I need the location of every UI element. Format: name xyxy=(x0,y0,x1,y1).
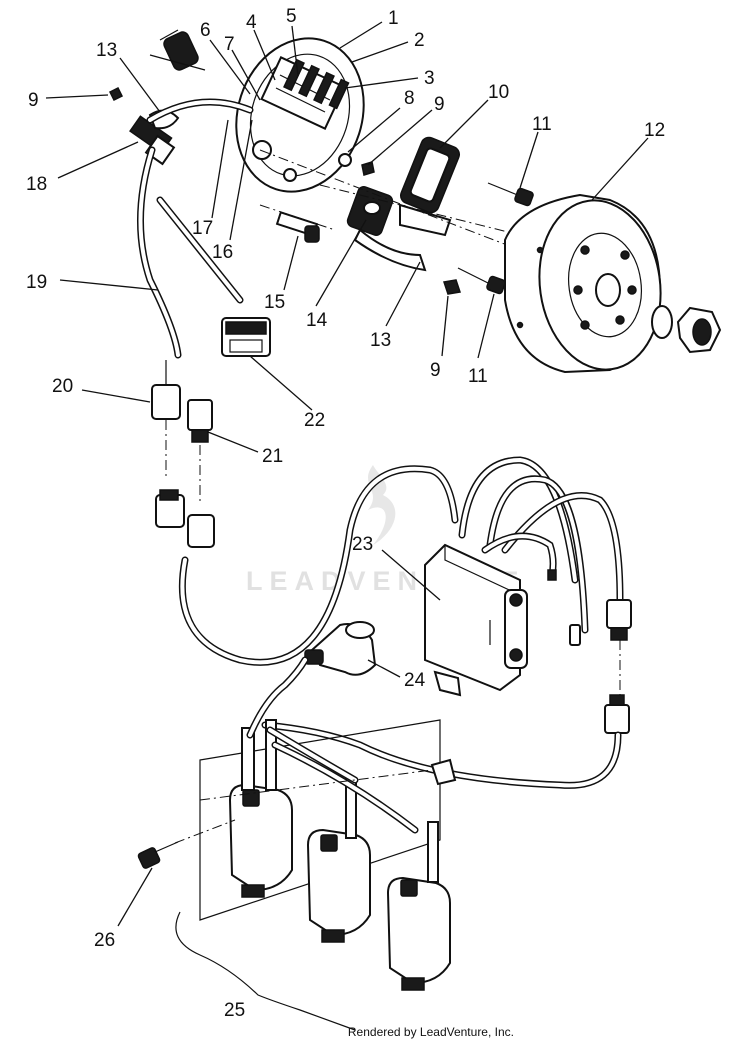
callout-11-lower: 11 xyxy=(468,366,488,387)
leader-lines xyxy=(45,21,649,927)
connector-21 xyxy=(187,399,213,443)
callout-3: 3 xyxy=(424,68,435,89)
plug-cap-24 xyxy=(304,621,377,676)
pickup-coil-10 xyxy=(399,136,460,237)
callout-14: 14 xyxy=(306,310,328,331)
callout-1: 1 xyxy=(388,8,399,29)
mating-connectors xyxy=(155,489,215,548)
trigger-coil-14 xyxy=(346,186,427,272)
callout-labels: 1 2 3 4 5 6 7 8 9 9 9 10 11 11 12 13 13 … xyxy=(26,6,665,1021)
callout-24: 24 xyxy=(404,670,426,691)
connector-22 xyxy=(221,317,271,357)
callout-19: 19 xyxy=(26,272,47,293)
callout-25: 25 xyxy=(224,1000,245,1021)
callout-11-upper: 11 xyxy=(532,114,552,135)
callout-10: 10 xyxy=(488,82,509,103)
callout-6: 6 xyxy=(200,20,211,41)
coil-spring-part xyxy=(149,29,206,71)
callout-15: 15 xyxy=(264,292,285,313)
nut-9-lower xyxy=(443,279,461,295)
screw-9-mid xyxy=(361,161,375,176)
callout-22: 22 xyxy=(304,410,325,431)
connector-20 xyxy=(151,360,181,420)
callout-13-top: 13 xyxy=(96,40,117,61)
callout-20: 20 xyxy=(52,376,73,397)
callout-4: 4 xyxy=(246,12,257,33)
callout-9-lower: 9 xyxy=(430,360,441,381)
callout-17: 17 xyxy=(192,218,213,239)
callout-13-lower: 13 xyxy=(370,330,391,351)
flywheel-12 xyxy=(504,193,662,374)
callout-16: 16 xyxy=(212,242,233,263)
cdi-box-23 xyxy=(424,543,528,692)
screw-8 xyxy=(338,153,352,167)
callout-9-mid: 9 xyxy=(434,94,445,115)
stator-plate xyxy=(235,37,365,193)
callout-23: 23 xyxy=(352,534,373,555)
callout-18: 18 xyxy=(26,174,47,195)
bolt-11-upper xyxy=(487,182,534,207)
callout-12: 12 xyxy=(644,120,665,141)
callout-26: 26 xyxy=(94,930,115,951)
washer-nut xyxy=(651,305,722,354)
callout-8: 8 xyxy=(404,88,415,109)
callout-9-top: 9 xyxy=(28,90,39,111)
callout-21: 21 xyxy=(262,446,283,467)
callout-2: 2 xyxy=(414,30,425,51)
render-credit: Rendered by LeadVenture, Inc. xyxy=(347,1025,514,1039)
callout-7: 7 xyxy=(224,34,235,55)
bolt-11-lower xyxy=(457,267,506,295)
callout-5: 5 xyxy=(286,6,297,27)
coil-assembly-25 xyxy=(199,719,451,991)
right-connectors xyxy=(604,599,632,734)
bolt-9-top xyxy=(108,86,124,102)
bolt-26 xyxy=(137,819,236,869)
